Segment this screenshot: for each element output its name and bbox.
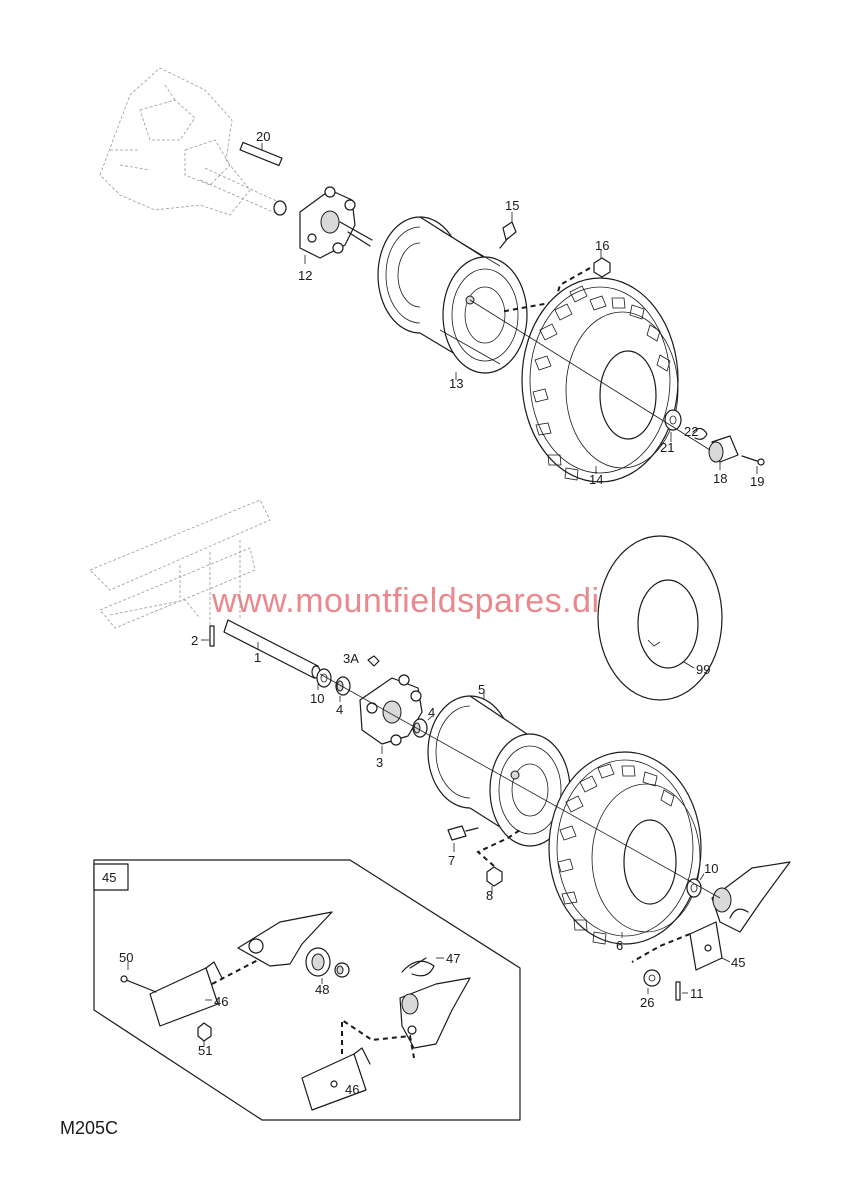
inset-callout-50: 50: [119, 950, 133, 965]
callout-10-right: 10: [704, 861, 718, 876]
part-11-pin: [675, 981, 681, 1001]
part-4-bush-left: [335, 676, 351, 696]
callout-10-left: 10: [310, 691, 324, 706]
part-22-clip: [692, 427, 708, 440]
inset-callout-46-upper: 46: [214, 994, 228, 1009]
callout-7: 7: [448, 853, 455, 868]
inset-part-46-bracket-upper: [149, 959, 259, 1027]
part-10-washer: [316, 668, 332, 688]
part-1-axle: [223, 619, 321, 679]
callout-1: 1: [254, 650, 261, 665]
inset-callout-47: 47: [446, 951, 460, 966]
part-12-hub-flange: [299, 186, 373, 259]
callout-16: 16: [595, 238, 609, 253]
part-18-hub-cap: [708, 435, 739, 463]
part-19-bolt: [741, 455, 765, 466]
callout-21: 21: [660, 440, 674, 455]
part-8-nut: [486, 866, 503, 887]
inset-45-panel: 45 48 50 46: [93, 859, 521, 1121]
inset-stub-axle: [237, 911, 333, 977]
part-26-washer: [643, 969, 661, 987]
callout-11: 11: [690, 986, 704, 1001]
callout-6: 6: [616, 938, 623, 953]
callout-20: 20: [256, 129, 270, 144]
part-13-wheel-rim: [377, 216, 528, 374]
callout-4-left: 4: [336, 702, 343, 717]
callout-13: 13: [449, 376, 463, 391]
callout-99: 99: [696, 662, 710, 677]
top-axle-shaft: [199, 167, 287, 216]
inset-part-47-clip: [401, 957, 435, 977]
inset-stub-axle-lower: [399, 977, 471, 1049]
callout-15: 15: [505, 198, 519, 213]
part-3A-grease-nipple: [367, 655, 380, 667]
part-45-stub-axle-assembly: [689, 861, 791, 971]
inset-part-51-nut: [197, 1022, 212, 1042]
inset-part-50-bolt: [120, 975, 157, 993]
callout-5: 5: [478, 682, 485, 697]
part-7-valve-stem: [447, 825, 479, 841]
callout-3A: 3A: [343, 651, 359, 666]
callout-14: 14: [589, 472, 603, 487]
part-3-hub-flange: [359, 674, 423, 746]
callout-45: 45: [731, 955, 745, 970]
inset-part-46-bracket-lower: [301, 1018, 415, 1111]
inset-title: 45: [102, 870, 116, 885]
callout-12: 12: [298, 268, 312, 283]
inset-callout-46-lower: 46: [345, 1082, 359, 1097]
inset-part-48-bush: [334, 962, 350, 978]
bottom-axis-line: [319, 673, 721, 899]
part-14-tyre: [521, 277, 679, 483]
watermark: www.mountfieldspares.direct: [211, 582, 658, 620]
part-16-nut: [593, 257, 611, 278]
callout-3: 3: [376, 755, 383, 770]
callout-18: 18: [713, 471, 727, 486]
callout-19: 19: [750, 474, 764, 489]
inset-callout-48: 48: [315, 982, 329, 997]
transaxle-housing: [99, 67, 251, 216]
chassis-frame: [89, 499, 271, 630]
callout-8: 8: [486, 888, 493, 903]
diagram-code: M205C: [60, 1118, 118, 1138]
part-10-washer-right: [686, 878, 702, 898]
top-axis-line: [469, 299, 711, 451]
callout-22: 22: [684, 424, 698, 439]
part-5-wheel-rim: [427, 695, 571, 847]
part-21-washer: [664, 409, 682, 431]
part-6-tyre: [548, 751, 702, 945]
part-99-inner-tube: [597, 535, 723, 701]
inset-callout-51: 51: [198, 1043, 212, 1058]
part-4-bush-right: [412, 718, 428, 738]
part-15-valve-stem: [499, 221, 517, 249]
callout-4-right: 4: [428, 705, 435, 720]
part-2-pin: [209, 625, 215, 647]
part-20-pin: [239, 141, 283, 167]
callout-2: 2: [191, 633, 198, 648]
callout-26: 26: [640, 995, 654, 1010]
